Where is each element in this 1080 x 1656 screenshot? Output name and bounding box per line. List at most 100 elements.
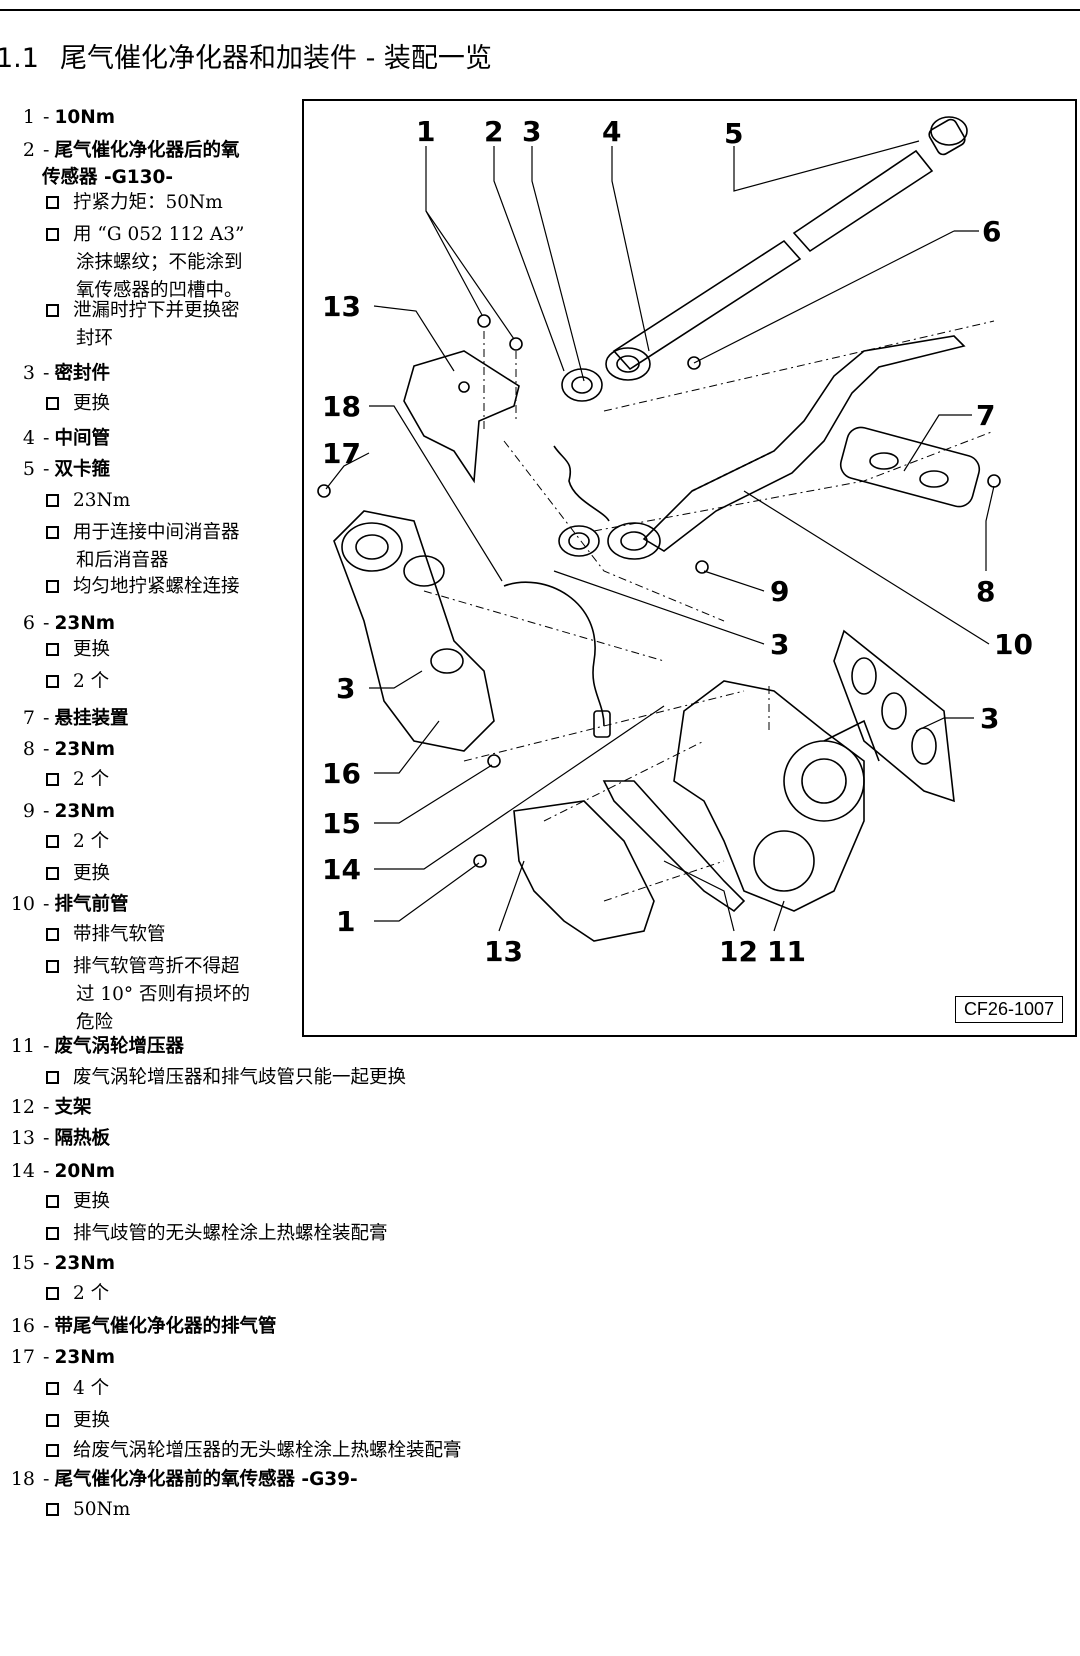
sub-point-text: 更换: [73, 639, 111, 660]
diagram-label-6: 6: [982, 215, 1001, 248]
hanger-shape: [839, 426, 981, 508]
item-number: 9: [22, 800, 35, 822]
turbocharger-shape: [673, 680, 865, 912]
sub-point: 拧紧力矩：50Nm: [46, 189, 223, 217]
item-dash: -: [37, 106, 50, 128]
item-dash: -: [37, 1252, 50, 1274]
rear-pipe-shape: [792, 149, 934, 253]
diagram-label-8: 8: [976, 575, 995, 608]
section-number: 1.1: [0, 43, 39, 74]
item-number: 14: [10, 1160, 35, 1182]
sub-point-text: 23Nm: [73, 490, 131, 511]
diagram-label-12: 12: [719, 935, 758, 968]
diagram-label-3b: 3: [770, 628, 789, 661]
item-number: 6: [22, 612, 35, 634]
checkbox-bullet-icon: [46, 643, 59, 656]
item-title: 密封件: [54, 363, 110, 384]
item-dash: -: [37, 1346, 50, 1368]
diagram-label-7: 7: [976, 399, 995, 432]
sub-point-text: 封环: [76, 328, 114, 349]
item-dash: -: [37, 1315, 50, 1337]
diagram-label-4: 4: [602, 115, 621, 148]
diagram-label-3: 3: [522, 115, 541, 148]
list-item-4: 4 -中间管: [0, 425, 110, 452]
checkbox-bullet-icon: [46, 867, 59, 880]
list-item-7: 7 -悬挂装置: [0, 705, 129, 732]
sub-point-text: 50Nm: [73, 1499, 131, 1520]
sub-point-text: 危险: [76, 1012, 114, 1033]
sub-point-text: 更换: [73, 863, 111, 884]
sub-point: 更换: [46, 390, 110, 418]
sub-point-text: 2 个: [73, 671, 110, 692]
item-number: 1: [22, 106, 35, 128]
intermediate-pipe-shape: [612, 239, 802, 371]
item-title-continued: 传感器 -G130-: [42, 167, 174, 188]
item-number: 13: [10, 1127, 35, 1149]
sub-point: 2 个: [46, 828, 109, 856]
top-rule: [0, 9, 1080, 11]
checkbox-bullet-icon: [46, 494, 59, 507]
item-number: 3: [22, 362, 35, 384]
list-item-10: 10 -排气前管: [0, 891, 129, 918]
diagram-label-3c: 3: [336, 672, 355, 705]
list-item-1: 1 -10Nm: [0, 104, 115, 131]
list-item-12: 12 -支架: [0, 1094, 92, 1121]
checkbox-bullet-icon: [46, 773, 59, 786]
sub-point: 2 个: [46, 668, 109, 696]
checkbox-bullet-icon: [46, 196, 59, 209]
item-number: 8: [22, 738, 35, 760]
item-dash: -: [37, 139, 50, 161]
checkbox-bullet-icon: [46, 526, 59, 539]
diagram-label-3d: 3: [980, 702, 999, 735]
sub-point: 4 个: [46, 1375, 109, 1403]
sub-point-text: 更换: [73, 1410, 111, 1431]
item-number: 16: [10, 1315, 35, 1337]
checkbox-bullet-icon: [46, 1195, 59, 1208]
heat-shield-lower-shape: [513, 800, 655, 942]
item-dash: -: [37, 612, 50, 634]
checkbox-bullet-icon: [46, 675, 59, 688]
item-title: 隔热板: [54, 1128, 110, 1149]
item-title: 20Nm: [54, 1161, 115, 1182]
sub-point: 2 个: [46, 1280, 109, 1308]
exploded-diagram: 1 2 3 4 5 6 13 18 17 7 8 9 10 3 3 3 16 1…: [302, 99, 1077, 1037]
front-pipe-shape: [642, 335, 966, 552]
list-item-15: 15 -23Nm: [0, 1250, 115, 1277]
list-item-18: 18 -尾气催化净化器前的氧传感器 -G39-: [0, 1466, 358, 1493]
sub-point: 带排气软管: [46, 921, 166, 949]
sub-point-text: 拧紧力矩：50Nm: [73, 192, 223, 213]
sub-point: 2 个: [46, 766, 109, 794]
sub-point-text: 均匀地拧紧螺栓连接: [73, 576, 240, 597]
figure-reference-code: CF26-1007: [954, 996, 1063, 1023]
diagram-drawing: 1 2 3 4 5 6 13 18 17 7 8 9 10 3 3 3 16 1…: [317, 115, 1033, 968]
sub-point: 23Nm: [46, 487, 130, 515]
item-number: 18: [10, 1468, 35, 1490]
sub-point-text: 给废气涡轮增压器的无头螺栓涂上热螺栓装配膏: [73, 1440, 462, 1461]
sub-point-text: 排气软管弯折不得超: [73, 956, 240, 977]
sub-point-text: 4 个: [73, 1378, 110, 1399]
checkbox-bullet-icon: [46, 1414, 59, 1427]
diagram-label-13: 13: [322, 290, 361, 323]
list-item-8: 8 -23Nm: [0, 736, 115, 763]
item-dash: -: [37, 707, 50, 729]
item-dash: -: [37, 427, 50, 449]
item-title: 23Nm: [54, 613, 115, 634]
item-dash: -: [37, 1160, 50, 1182]
section-title: 尾气催化净化器和加装件 - 装配一览: [60, 43, 492, 74]
diagram-label-14: 14: [322, 853, 361, 886]
item-number: 10: [10, 893, 35, 915]
diagram-label-10: 10: [994, 628, 1033, 661]
sub-point-text: 氧传感器的凹槽中。: [76, 280, 243, 301]
item-dash: -: [37, 1096, 50, 1118]
checkbox-bullet-icon: [46, 1382, 59, 1395]
item-title: 尾气催化净化器后的氧: [54, 140, 240, 161]
sub-point-text: 废气涡轮增压器和排气歧管只能一起更换: [73, 1067, 407, 1088]
sub-point: 50Nm: [46, 1496, 130, 1524]
checkbox-bullet-icon: [46, 304, 59, 317]
sub-point-text: 排气歧管的无头螺栓涂上热螺栓装配膏: [73, 1223, 388, 1244]
list-item-14: 14 -20Nm: [0, 1158, 115, 1185]
section-heading: 1.1 尾气催化净化器和加装件 - 装配一览: [0, 36, 492, 75]
diagram-label-15: 15: [322, 807, 361, 840]
item-dash: -: [37, 893, 50, 915]
catalytic-pipe-shape: [333, 510, 495, 752]
